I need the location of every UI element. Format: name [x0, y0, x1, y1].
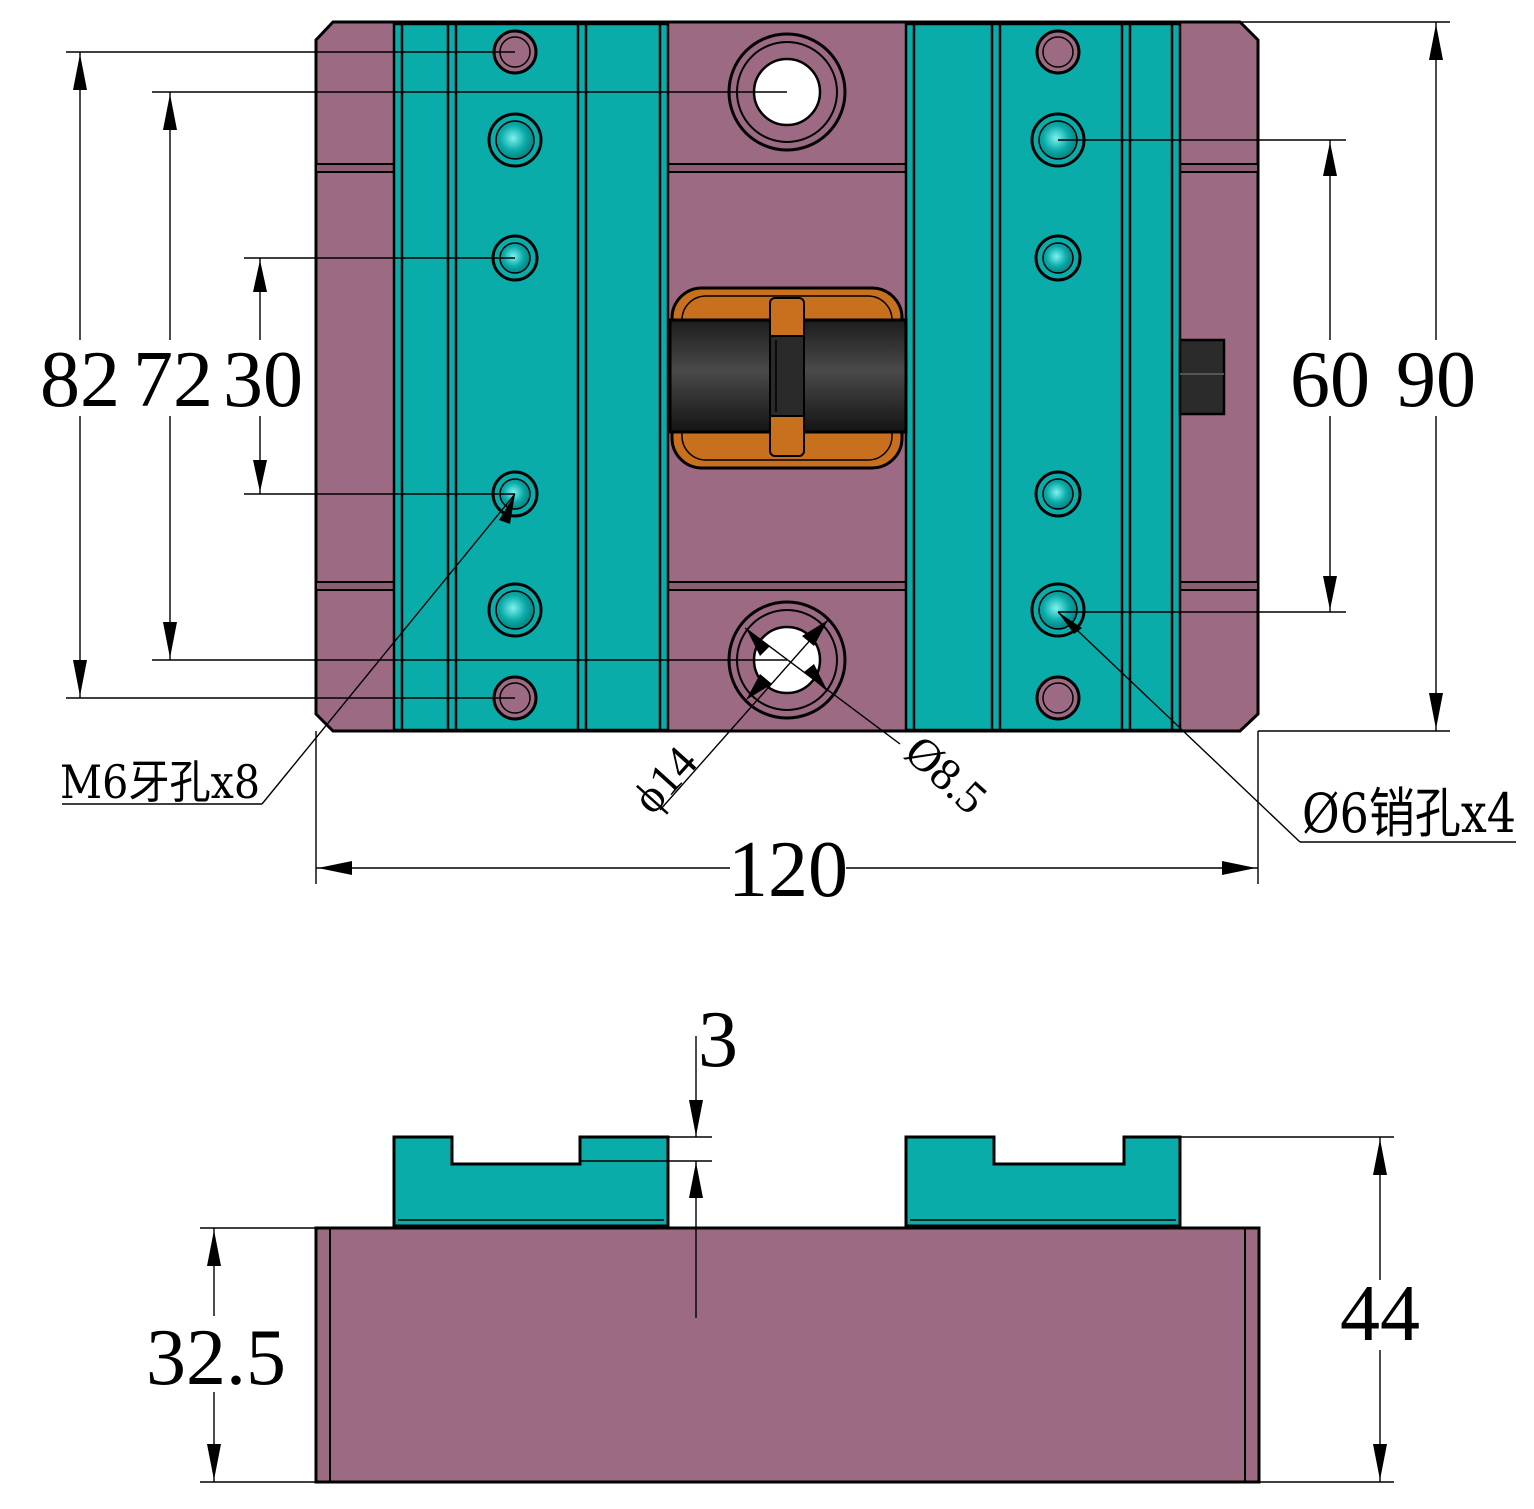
- top-view: 82 72 30 60 90 120 ϕ14 Ø8.5 M6牙孔x8 Ø6销孔x…: [40, 20, 1516, 914]
- dim-3: 3: [698, 996, 738, 1084]
- threaded-hole: [1035, 29, 1081, 75]
- note-pin-holes: Ø6销孔x4: [1302, 782, 1516, 845]
- threaded-hole: [1034, 234, 1082, 282]
- dim-diameter-8-5: Ø8.5: [896, 725, 998, 824]
- dim-90: 90: [1396, 336, 1476, 424]
- note-m6-threaded-holes: M6牙孔x8: [60, 755, 260, 809]
- dim-32-5: 32.5: [146, 1314, 286, 1402]
- dimension-lines-top: [62, 21, 1516, 884]
- side-right-rail: [904, 1135, 1182, 1228]
- pin-hole: [487, 112, 543, 168]
- side-view: 3 32.5 44: [146, 996, 1420, 1484]
- dim-72: 72: [133, 336, 213, 424]
- dim-diameter-14: ϕ14: [622, 736, 707, 822]
- plate-step-lines: [315, 163, 1259, 591]
- side-handle-stub: [1178, 338, 1226, 416]
- dimension-arrows-top: [73, 24, 1443, 875]
- dim-60: 60: [1290, 336, 1370, 424]
- dim-82: 82: [40, 336, 120, 424]
- dim-30: 30: [223, 336, 303, 424]
- pin-hole: [487, 582, 543, 638]
- side-left-rail: [392, 1135, 670, 1228]
- dim-120: 120: [728, 826, 848, 914]
- central-clamp: [668, 286, 908, 470]
- side-base-block: [314, 1226, 1261, 1484]
- threaded-hole: [1035, 675, 1081, 721]
- threaded-hole: [1034, 470, 1082, 518]
- dimension-arrows-side: [207, 1100, 1387, 1480]
- dim-44: 44: [1340, 1270, 1420, 1358]
